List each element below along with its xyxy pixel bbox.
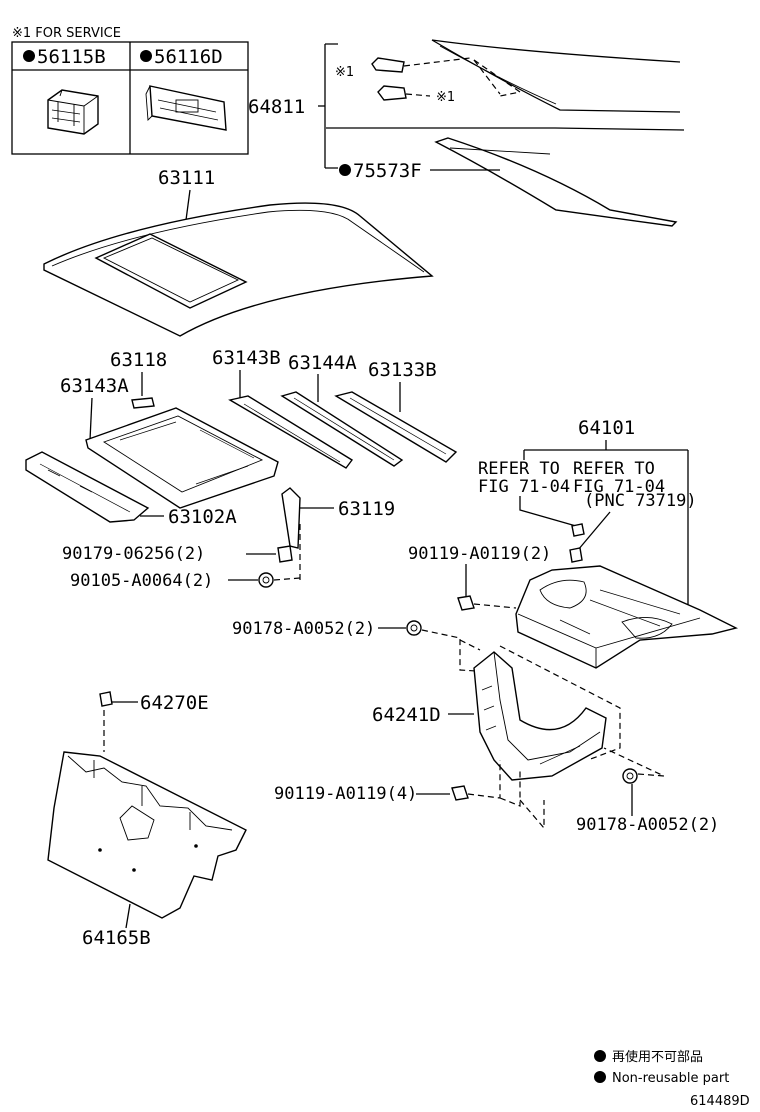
label-64811: 64811 bbox=[248, 96, 305, 118]
label-63143a: 63143A bbox=[60, 375, 129, 397]
windshield-group: 64811 75573F ※1 ※1 bbox=[248, 39, 685, 227]
label-90105: 90105-A0064(2) bbox=[70, 571, 213, 591]
bracket-64241d-group: 64241D 90119-A0119(4) 90178-A0052(2) bbox=[274, 639, 719, 835]
refer-left-line1: REFER TO bbox=[478, 459, 560, 479]
clip-56116d-drawing bbox=[145, 85, 227, 131]
label-63144a: 63144A bbox=[288, 352, 357, 374]
service-box-header: ※1 FOR SERVICE bbox=[12, 26, 121, 41]
clip-56115b-drawing bbox=[47, 89, 99, 135]
label-90178-b: 90178-A0052(2) bbox=[576, 815, 719, 835]
label-63119: 63119 bbox=[338, 498, 395, 520]
label-90119-b: 90119-A0119(4) bbox=[274, 784, 417, 804]
label-63102a: 63102A bbox=[168, 506, 237, 528]
cover-64165b-group: 64270E 64165B bbox=[47, 691, 247, 949]
service-part-56115b: 56115B bbox=[37, 46, 106, 68]
label-63111: 63111 bbox=[158, 167, 215, 189]
label-64165b: 64165B bbox=[82, 927, 151, 949]
label-90178-a: 90178-A0052(2) bbox=[232, 619, 375, 639]
service-mark-2: ※1 bbox=[436, 90, 455, 105]
service-part-56116d: 56116D bbox=[154, 46, 223, 68]
label-90179: 90179-06256(2) bbox=[62, 544, 205, 564]
label-63118: 63118 bbox=[110, 349, 167, 371]
refer-right-line2: FIG 71-04 bbox=[573, 477, 665, 497]
label-64101: 64101 bbox=[578, 417, 635, 439]
label-63143b: 63143B bbox=[212, 347, 281, 369]
label-90119-a: 90119-A0119(2) bbox=[408, 544, 551, 564]
service-mark-1: ※1 bbox=[335, 65, 354, 80]
legend: 再使用不可部品 Non-reusable part 614489D bbox=[594, 1049, 750, 1109]
label-75573f: 75573F bbox=[353, 160, 422, 182]
legend-en: Non-reusable part bbox=[612, 1071, 729, 1086]
refer-right-line1: REFER TO bbox=[573, 459, 655, 479]
label-64241d: 64241D bbox=[372, 704, 441, 726]
figure-id: 614489D bbox=[690, 1094, 750, 1109]
label-64270e: 64270E bbox=[140, 692, 209, 714]
label-63133b: 63133B bbox=[368, 359, 437, 381]
refer-left-line2: FIG 71-04 bbox=[478, 477, 570, 497]
service-box: ※1 FOR SERVICE 56115B 56116D bbox=[11, 26, 249, 155]
sunroof-parts-group: 63118 63143A 63102A 63143B 63144A 63133B… bbox=[25, 347, 458, 591]
refer-right-line3: (PNC 73719) bbox=[584, 491, 697, 511]
legend-jp: 再使用不可部品 bbox=[612, 1049, 703, 1065]
rear-floor-group: 64101 REFER TO FIG 71-04 REFER TO FIG 71… bbox=[232, 417, 739, 673]
roof-panel-63111: 63111 bbox=[43, 167, 434, 337]
